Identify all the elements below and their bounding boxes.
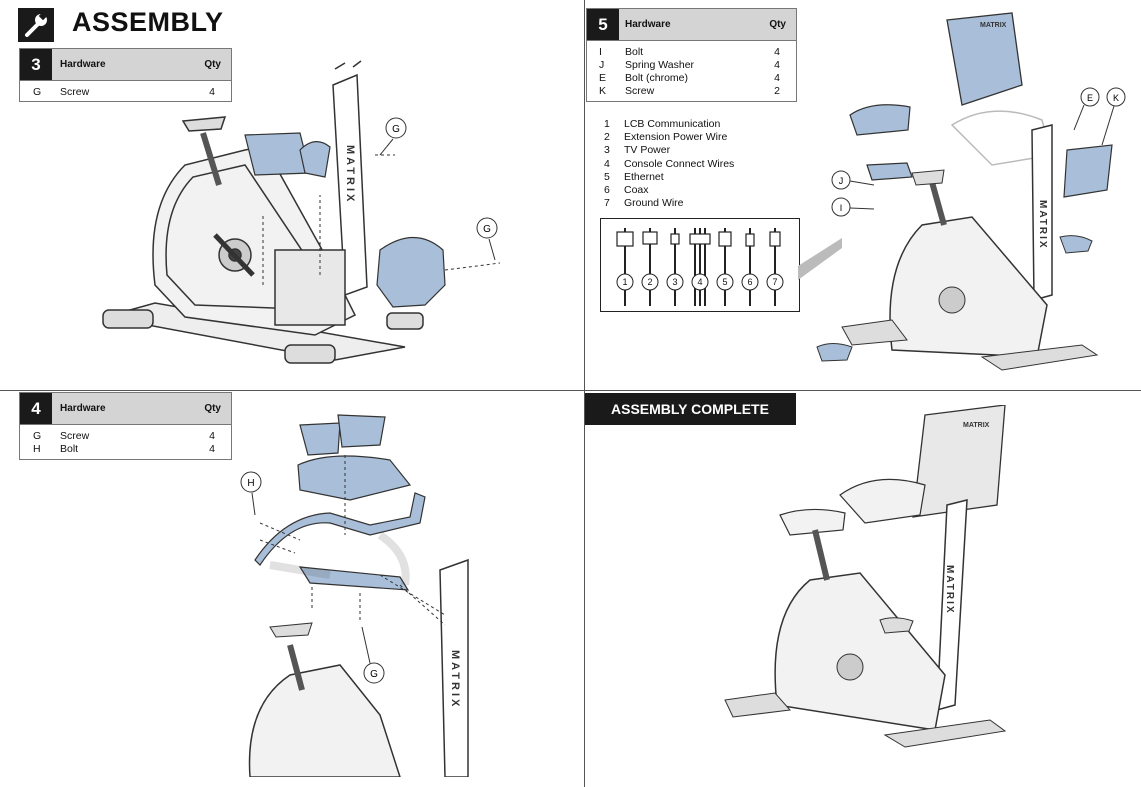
connector-number: 7 [772,277,777,287]
callout-h: H [247,478,254,489]
table-header: 4 Hardware Qty [20,393,231,425]
qty-heading: Qty [204,403,221,414]
step4-illustration: MATRIX H G [240,414,469,777]
detail-pointer [798,238,842,280]
frame-logo-text: MATRIX [344,145,356,204]
connector-number: 1 [622,277,627,287]
step4-hardware-table: 4 Hardware Qty G Screw 4 H Bolt 4 [19,392,232,460]
connector-detail: 1 2 3 4 5 6 7 [600,218,800,312]
callout-g: G [370,669,378,680]
table-header: 5 Hardware Qty [587,9,796,41]
horizontal-divider [0,390,1141,391]
step-number: 5 [587,9,619,40]
qty-heading: Qty [204,59,221,70]
frame-logo-text: MATRIX [944,565,955,615]
table-row: G Screw 4 [33,86,215,98]
console-logo-text: MATRIX [963,422,990,429]
hardware-heading: Hardware [60,59,106,70]
callout-g: G [483,224,491,235]
hardware-heading: Hardware [625,19,671,30]
step3-illustration: MATRIX G G [102,60,501,364]
callout-j: J [839,176,844,186]
callout-k: K [1113,93,1119,103]
callout-g: G [392,124,400,135]
step-number: 3 [20,49,52,80]
hardware-heading: Hardware [60,403,106,414]
connector-number: 4 [697,277,702,287]
wrench-icon [18,8,54,42]
qty-heading: Qty [769,19,786,30]
frame-logo-text: MATRIX [1037,200,1048,250]
connector-number: 2 [647,277,652,287]
table-header: 3 Hardware Qty [20,49,231,81]
connector-number: 3 [672,277,677,287]
complete-illustration: MATRIX MATRIX [724,405,1007,748]
table-row: H Bolt 4 [33,443,215,455]
console-logo-text: MATRIX [980,22,1007,29]
step-number: 4 [20,393,52,424]
page-title: ASSEMBLY [72,7,224,37]
connector-number: 5 [722,277,727,287]
step3-hardware-table: 3 Hardware Qty G Screw 4 [19,48,232,102]
frame-logo-text: MATRIX [449,650,461,709]
vertical-divider [584,0,585,787]
step5-illustration: MATRIX MATRIX E K J I [816,12,1126,371]
connector-number: 6 [747,277,752,287]
assembly-complete-label: ASSEMBLY COMPLETE [585,393,796,425]
callout-e: E [1087,93,1093,103]
callout-i: I [840,203,843,213]
table-row: G Screw 4 [33,430,215,442]
